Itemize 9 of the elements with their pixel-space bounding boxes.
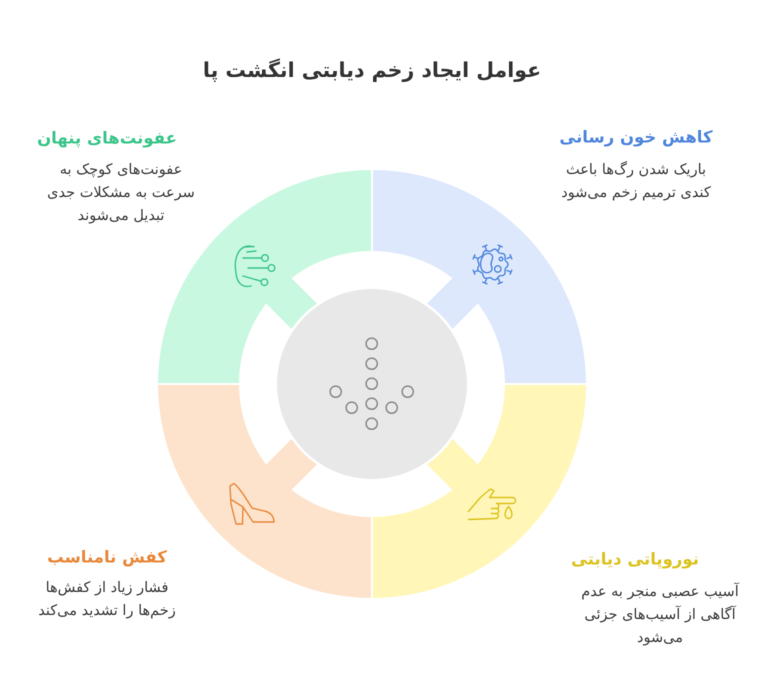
title: عوامل ایجاد زخم دیابتی انگشت پا — [202, 57, 542, 83]
description: عفونت‌های کوچک به سرعت به مشکلات جدی تبدیل می‌شوند — [46, 160, 196, 226]
heading: کاهش خون رسانی — [559, 126, 713, 148]
description: باریک شدن رگ‌ها باعث کندی ترمیم زخم می‌شود — [560, 160, 712, 202]
heading: نوروپاتی دیابتی — [571, 548, 699, 570]
heading: کفش نامناسب — [47, 546, 167, 568]
description: فشار زیاد از کفش‌ها زخم‌ها را تشدید می‌کند — [37, 578, 177, 620]
description: آسیب عصبی منجر به عدم آگاهی از آسیب‌های جزئی می‌شود — [580, 582, 740, 648]
heading: عفونت‌های پنهان — [37, 128, 177, 148]
